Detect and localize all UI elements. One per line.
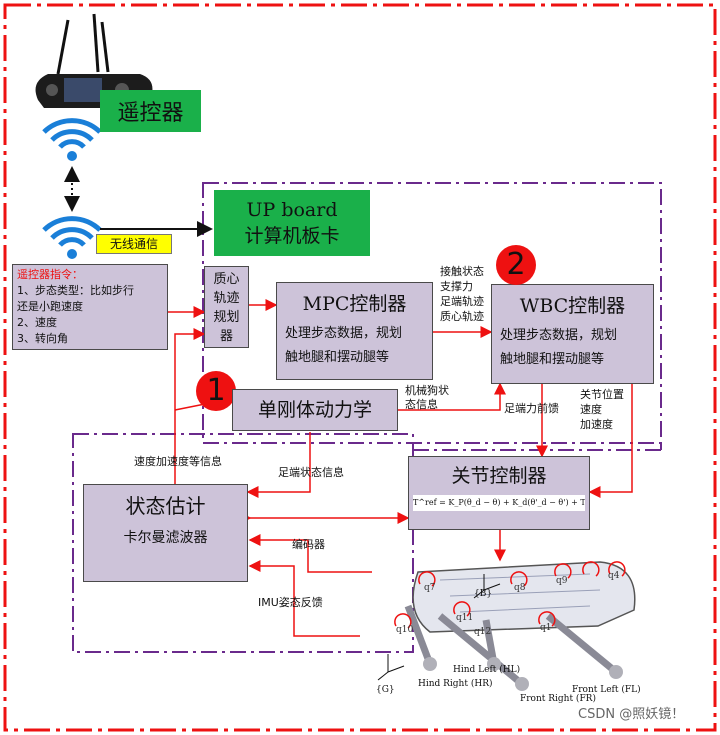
badge-two: 2 [496,245,536,285]
label-com-trajectory: 质心轨迹 [440,310,484,323]
badge-two-text: 2 [506,247,526,282]
label-acceleration: 加速度 [580,418,613,431]
wbc-desc2: 触地腿和摆动腿等 [500,352,605,367]
up-board-label: UP board 计算机板卡 [214,190,370,256]
label-q10: q10 [396,625,414,635]
label-contact-state: 接触状态 [440,265,484,278]
label-q11: q11 [456,613,474,623]
command-line1: 1、步态类型：比如步行 [17,284,134,297]
label-hind-left: Hind Left (HL) [453,665,521,675]
wbc-controller: WBC控制器 处理步态数据，规划 触地腿和摆动腿等 [491,284,654,384]
trajectory-line1: 质心 [213,272,240,287]
up-board-line1: UP board [246,199,338,221]
mpc-desc1: 处理步态数据，规划 [285,326,403,341]
badge-one-text: 1 [206,373,226,408]
state-estimator-title: 状态估计 [125,494,206,518]
mpc-title: MPC控制器 [302,293,407,315]
label-support-force: 支撑力 [440,280,473,293]
label-frame-g: {G} [376,685,395,695]
outer-frame [3,3,717,732]
up-board-line2: 计算机板卡 [244,225,340,247]
watermark: CSDN @照妖镜！ [578,707,685,722]
joint-controller: 关节控制器 T^ref = K_P(θ_d − θ) + K_d(θ'_d − … [408,456,590,530]
label-joint-position: 关节位置 [580,388,624,401]
label-vel-acc-info: 速度加速度等信息 [134,455,222,468]
label-q7: q7 [424,583,436,593]
label-frame-b: {B} [474,589,493,599]
estimator-frame [72,433,414,653]
label-encoder: 编码器 [292,538,325,551]
command-title: 遥控器指令： [17,268,83,281]
rigid-body-text: 单刚体动力学 [257,399,372,421]
label-foot-trajectory: 足端轨迹 [440,295,484,308]
label-dog-state-1: 机械狗状 [405,384,449,397]
label-hind-right: Hind Right (HR) [418,679,493,689]
trajectory-line2: 轨迹 [213,291,240,306]
label-q12: q12 [474,627,492,637]
label-foot-feedforward: 足端力前馈 [504,402,559,415]
label-q8: q8 [514,583,526,593]
label-q9: q9 [556,576,568,586]
label-q4: q4 [608,571,620,581]
joint-controller-formula: T^ref = K_P(θ_d − θ) + K_d(θ'_d − θ') + … [413,498,585,507]
command-line2: 还是小跑速度 [17,300,83,313]
joint-controller-title: 关节控制器 [451,465,547,487]
joint-controller-formula-strip: T^ref = K_P(θ_d − θ) + K_d(θ'_d − θ') + … [413,495,585,511]
wbc-title: WBC控制器 [519,295,626,317]
remote-label: 遥控器 [100,90,201,132]
com-trajectory-planner: 质心 轨迹 规划 器 [204,266,249,348]
mpc-desc2: 触地腿和摆动腿等 [285,350,390,365]
wifi-icon-bottom [42,216,102,259]
label-front-left: Front Left (FL) [572,685,641,695]
state-estimator-subtitle: 卡尔曼滤波器 [123,530,208,546]
label-front-right: Front Right (FR) [520,694,596,704]
wireless-tag: 无线通信 [96,234,172,254]
wifi-icon-top [42,118,102,161]
wireless-tag-text: 无线通信 [109,237,158,251]
label-imu-feedback: IMU姿态反馈 [258,596,323,609]
label-foot-state-info: 足端状态信息 [278,466,344,479]
trajectory-line3: 规划 [213,310,240,325]
state-estimator: 状态估计 卡尔曼滤波器 [83,484,248,582]
label-dog-state-2: 态信息 [405,398,438,411]
label-q1: q1 [540,623,552,633]
badge-one: 1 [196,371,236,411]
single-rigid-body-dynamics: 单刚体动力学 [232,389,398,431]
mpc-controller: MPC控制器 处理步态数据，规划 触地腿和摆动腿等 [276,282,433,380]
command-line4: 3、转向角 [17,332,68,345]
quadruped-robot-image [377,561,636,691]
label-velocity: 速度 [580,403,602,416]
trajectory-line4: 器 [219,329,233,344]
wbc-desc1: 处理步态数据，规划 [500,328,618,343]
remote-label-text: 遥控器 [117,101,184,126]
remote-command-box: 遥控器指令： 1、步态类型：比如步行 还是小跑速度 2、速度 3、转向角 [12,264,168,350]
command-line3: 2、速度 [17,316,57,329]
